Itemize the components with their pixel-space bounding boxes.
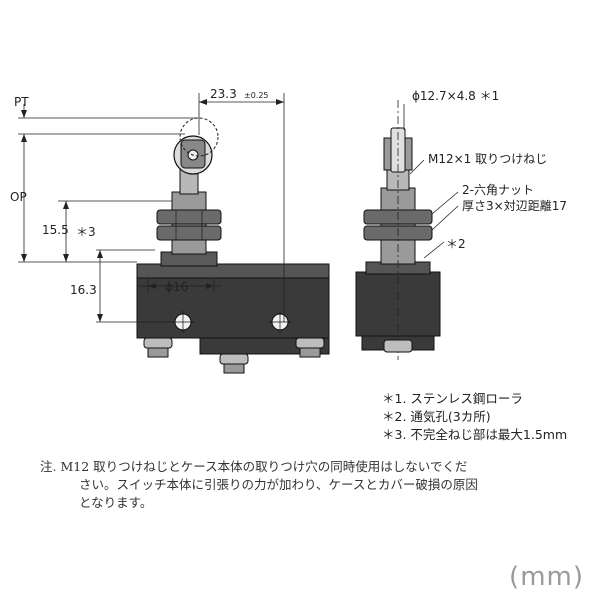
terminal-screw-1 — [143, 337, 173, 358]
star2-label: ＊2 — [446, 237, 466, 251]
terminal-screw-3 — [295, 337, 325, 358]
note-line-1: 注. M12 取りつけねじとケース本体の取りつけ穴の同時使用はしないでくだ — [40, 459, 468, 474]
dimension-16-3-label: 16.3 — [70, 283, 97, 297]
unit-label: (mm) — [509, 562, 584, 592]
footnote-2: ＊2. 通気孔(3カ所) — [382, 409, 491, 424]
footnote-1: ＊1. ステンレス鋼ローラ — [382, 391, 523, 406]
nut-label: 2-六角ナット — [462, 183, 534, 197]
front-view: ϕ12.7×4.8 ＊1 M12×1 取りつけねじ 2-六角ナット 厚さ3×対辺… — [355, 89, 567, 360]
note-line-3: となります。 — [79, 495, 153, 510]
roller-dimension-label: ϕ12.7×4.8 ＊1 — [412, 89, 499, 103]
thread-label: M12×1 取りつけねじ — [428, 152, 547, 166]
dimension-lines — [18, 93, 285, 323]
op-label: OP — [10, 190, 27, 204]
note-block: 注. M12 取りつけねじとケース本体の取りつけ穴の同時使用はしないでくだ さい… — [40, 458, 580, 512]
star3-label: ＊3 — [76, 225, 96, 239]
dimension-arrows — [21, 99, 284, 322]
terminal-screw-2 — [219, 353, 249, 374]
phi16-label: ϕ16 — [165, 280, 188, 294]
switch-body-top — [136, 263, 330, 279]
dimension-23-3-tolerance: ±0.25 — [244, 91, 269, 100]
nut-size-label: 厚さ3×対辺距離17 — [462, 199, 567, 213]
hex-nut-lower — [156, 225, 222, 241]
dimension-15-5-label: 15.5 — [42, 223, 69, 237]
pt-label: PT — [14, 95, 29, 109]
dimension-23-3-label: 23.3 — [210, 87, 237, 101]
footnote-3: ＊3. 不完全ねじ部は最大1.5mm — [382, 427, 568, 442]
note-line-2: さい。スイッチ本体に引張りの力が加わり、ケースとカバー破損の原因 — [79, 477, 478, 492]
hex-nut-upper — [156, 209, 222, 225]
front-leaders — [403, 104, 459, 259]
roller-pretravel-outline — [179, 117, 219, 157]
front-terminal — [383, 339, 413, 353]
side-view: PT OP 23.3 ±0.25 15.5 ＊3 16.3 ϕ16 — [10, 87, 330, 374]
